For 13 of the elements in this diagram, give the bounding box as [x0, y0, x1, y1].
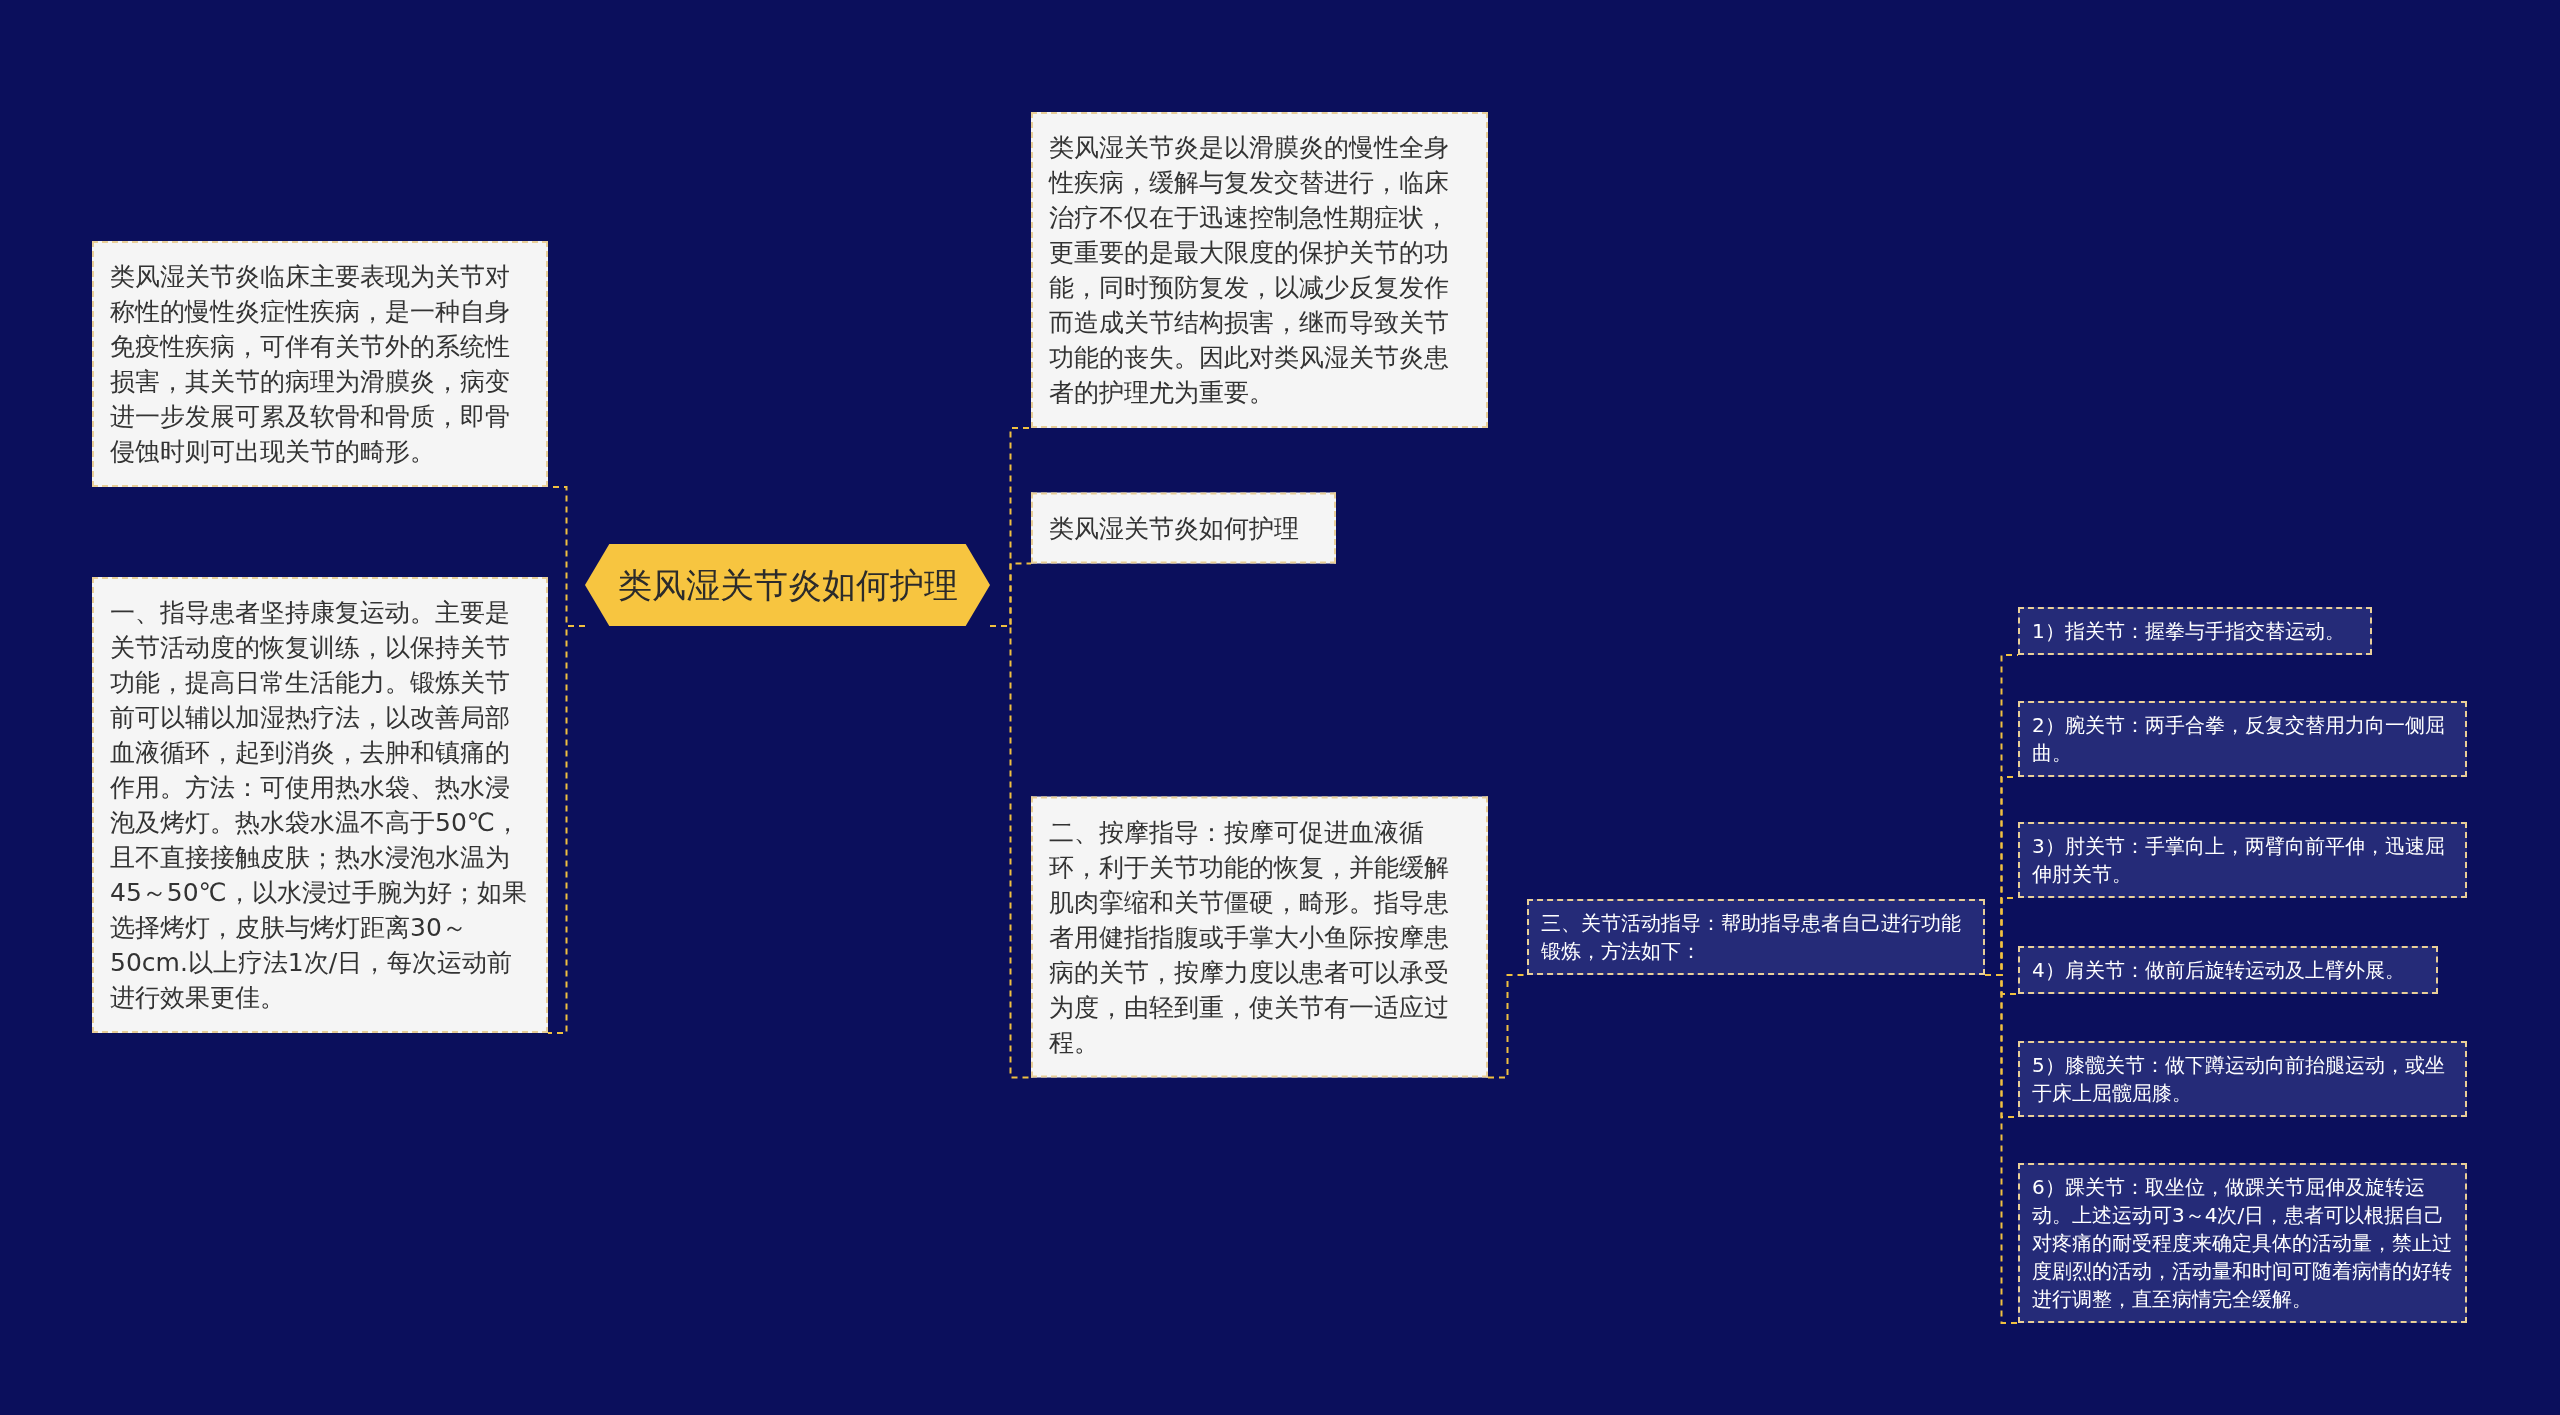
subtopic-box: 1）指关节：握拳与手指交替运动。 — [2018, 607, 2372, 655]
topic-box: 类风湿关节炎临床主要表现为关节对称性的慢性炎症性疾病，是一种自身免疫性疾病，可伴有关节外的系统性损害，其关节的病理为滑膜炎，病变进一步发展可累及软骨和骨质，即骨侵蚀时则可出现关节的畸形。 — [92, 241, 548, 487]
subtopic-box: 三、关节活动指导：帮助指导患者自己进行功能锻炼，方法如下： — [1527, 899, 1985, 975]
topic-box: 二、按摩指导：按摩可促进血液循环，利于关节功能的恢复，并能缓解肌肉挛缩和关节僵硬，畸形。指导患者用健指指腹或手掌大小鱼际按摩患病的关节，按摩力度以患者可以承受为度，由轻到重，使关节有一适应过程。 — [1031, 796, 1488, 1078]
subtopic-box: 6）踝关节：取坐位，做踝关节屈伸及旋转运动。上述运动可3～4次/日，患者可以根据自己对疼痛的耐受程度来确定具体的活动量，禁止过度剧烈的活动，活动量和时间可随着病情的好转进行调整，直至病情完全缓解。 — [2018, 1163, 2467, 1323]
subtopic-box: 2）腕关节：两手合拳，反复交替用力向一侧屈曲。 — [2018, 701, 2467, 777]
subtopic-box: 3）肘关节：手掌向上，两臂向前平伸，迅速屈伸肘关节。 — [2018, 822, 2467, 898]
subtopic-box: 4）肩关节：做前后旋转运动及上臂外展。 — [2018, 946, 2438, 994]
topic-box: 类风湿关节炎是以滑膜炎的慢性全身性疾病，缓解与复发交替进行，临床治疗不仅在于迅速控制急性期症状，更重要的是最大限度的保护关节的功能，同时预防复发，以减少反复发作而造成关节结构损害，继而导致关节功能的丧失。因此对类风湿关节炎患者的护理尤为重要。 — [1031, 112, 1488, 428]
topic-box: 类风湿关节炎如何护理 — [1031, 492, 1336, 564]
subtopic-box: 5）膝髋关节：做下蹲运动向前抬腿运动，或坐于床上屈髋屈膝。 — [2018, 1041, 2467, 1117]
central-topic-hexagon: 类风湿关节炎如何护理 — [585, 544, 990, 626]
topic-box: 一、指导患者坚持康复运动。主要是关节活动度的恢复训练，以保持关节功能，提高日常生活能力。锻炼关节前可以辅以加湿热疗法，以改善局部血液循环，起到消炎，去肿和镇痛的作用。方法：可使用热水袋、热水浸泡及烤灯。热水袋水温不高于50℃，且不直接接触皮肤；热水浸泡水温为45～50℃，以水浸过手腕为好；如果选择烤灯，皮肤与烤灯距离30～50cm.以上疗法1次/日，每次运动前进行效果更佳。 — [92, 577, 548, 1033]
